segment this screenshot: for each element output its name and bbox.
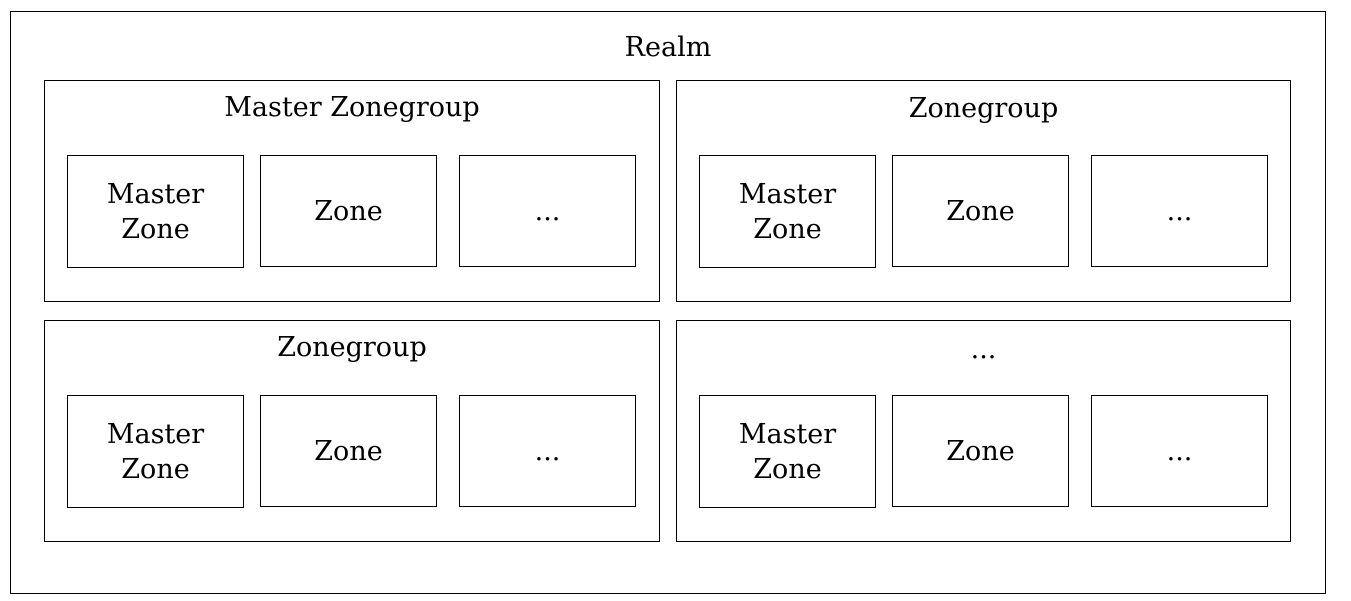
zonegroup-title: Master Zonegroup	[224, 92, 480, 123]
zone-label: Master Zone	[738, 178, 837, 245]
zonegroup-title: Zonegroup	[908, 93, 1059, 124]
zone-label: ...	[534, 195, 561, 227]
zone-label: Master Zone	[106, 178, 205, 245]
zone-label: Zone	[314, 195, 383, 227]
zone-box-master: Master Zone	[699, 395, 876, 508]
zone-label: Zone	[314, 435, 383, 467]
zone-box-master: Master Zone	[699, 155, 876, 268]
zone-label: ...	[534, 435, 561, 467]
zonegroup-title: Zonegroup	[277, 332, 427, 363]
zone-box: Zone	[260, 155, 437, 267]
zonegroup-title: ...	[970, 334, 997, 365]
zone-label: Master Zone	[738, 418, 837, 485]
zone-box-ellipsis: ...	[1091, 395, 1268, 507]
zone-label: Master Zone	[106, 418, 205, 485]
zone-label: Zone	[946, 195, 1015, 227]
zone-box-ellipsis: ...	[1091, 155, 1268, 267]
zone-box: Zone	[892, 395, 1069, 507]
zone-box-master: Master Zone	[67, 155, 244, 268]
zone-box-master: Master Zone	[67, 395, 244, 508]
zone-box: Zone	[892, 155, 1069, 267]
zone-box-ellipsis: ...	[459, 155, 636, 267]
zone-label: ...	[1166, 435, 1193, 467]
zone-box: Zone	[260, 395, 437, 507]
realm-title: Realm	[624, 32, 712, 63]
zone-box-ellipsis: ...	[459, 395, 636, 507]
zone-label: ...	[1166, 195, 1193, 227]
zone-label: Zone	[946, 435, 1015, 467]
